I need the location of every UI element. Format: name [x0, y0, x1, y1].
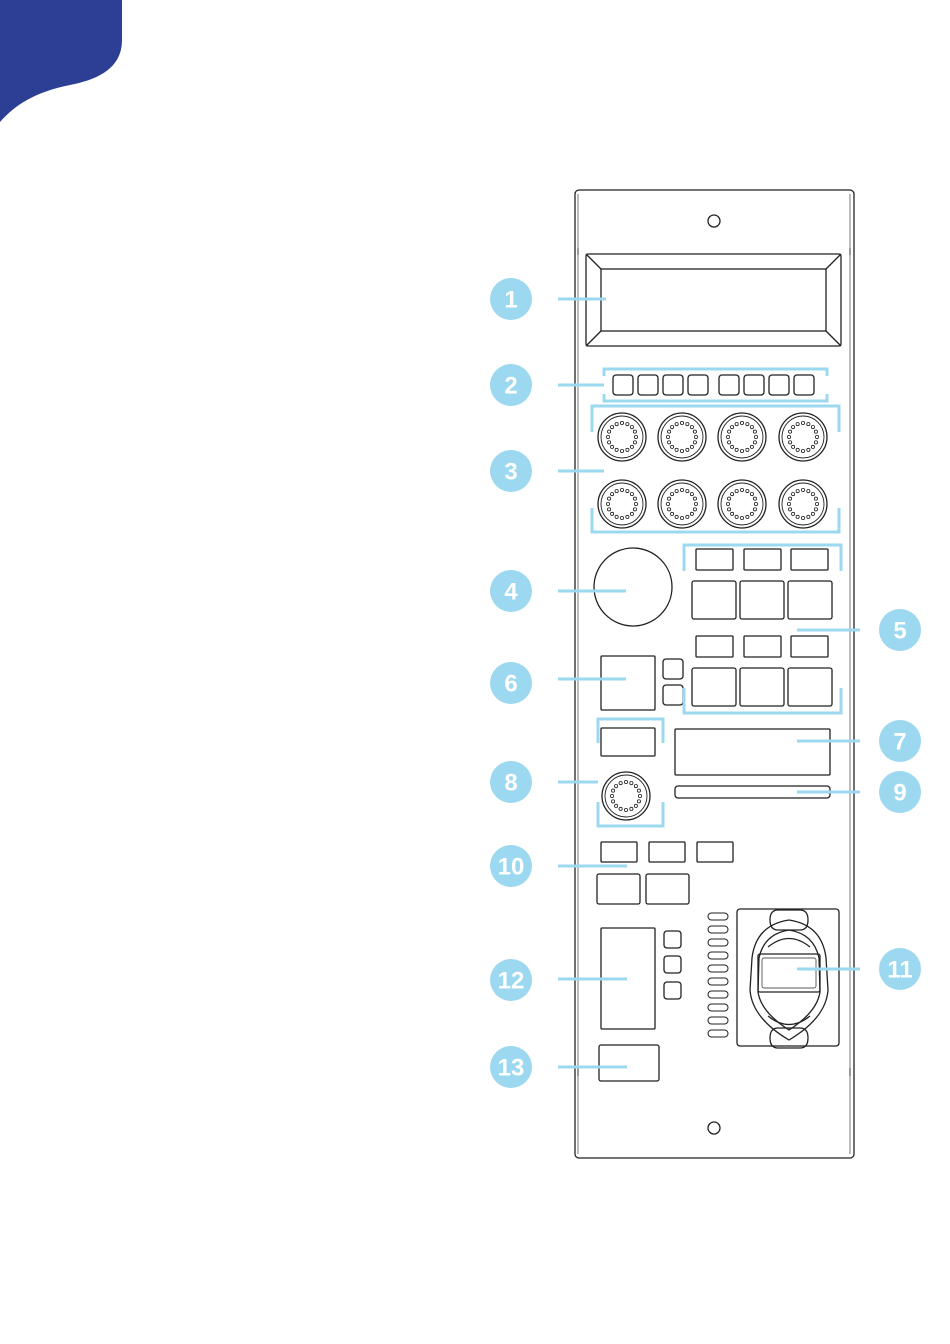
callout-10: 10 [498, 854, 525, 881]
large-round-button [594, 548, 672, 626]
rotary-knob [602, 772, 650, 820]
rotary-knob [598, 480, 646, 528]
callout-13: 13 [498, 1055, 525, 1082]
secondary-display [675, 729, 830, 775]
corner-brand-shape [0, 0, 122, 122]
rotary-knob [779, 413, 827, 461]
rotary-knob [718, 480, 766, 528]
rotary-knob [779, 480, 827, 528]
button-group-10 [597, 842, 733, 904]
callout-6: 6 [504, 671, 517, 698]
main-display [586, 254, 841, 346]
callout-7: 7 [893, 729, 906, 756]
function-button-row [613, 375, 814, 395]
rotary-knob [658, 413, 706, 461]
button-13 [599, 1045, 659, 1081]
callout-12: 12 [498, 968, 525, 995]
rotary-knob [598, 413, 646, 461]
callout-1: 1 [504, 287, 517, 314]
rotary-knob [718, 413, 766, 461]
callout-8: 8 [504, 770, 517, 797]
joystick [737, 909, 839, 1048]
callout-11: 11 [887, 957, 912, 984]
callout-5: 5 [893, 618, 906, 645]
mount-hole-bottom [708, 1122, 720, 1134]
mount-hole-top [708, 215, 720, 227]
button-group-5 [692, 549, 832, 706]
callout-9: 9 [893, 780, 906, 807]
callout-3: 3 [504, 459, 517, 486]
callout-4: 4 [504, 579, 518, 606]
callout-2: 2 [504, 373, 517, 400]
button-8 [601, 728, 655, 756]
knob-layer [598, 413, 827, 820]
rotary-knob [658, 480, 706, 528]
panel-outline [575, 190, 854, 1158]
control-block-6 [601, 656, 683, 710]
led-level-ladder [708, 913, 728, 1037]
